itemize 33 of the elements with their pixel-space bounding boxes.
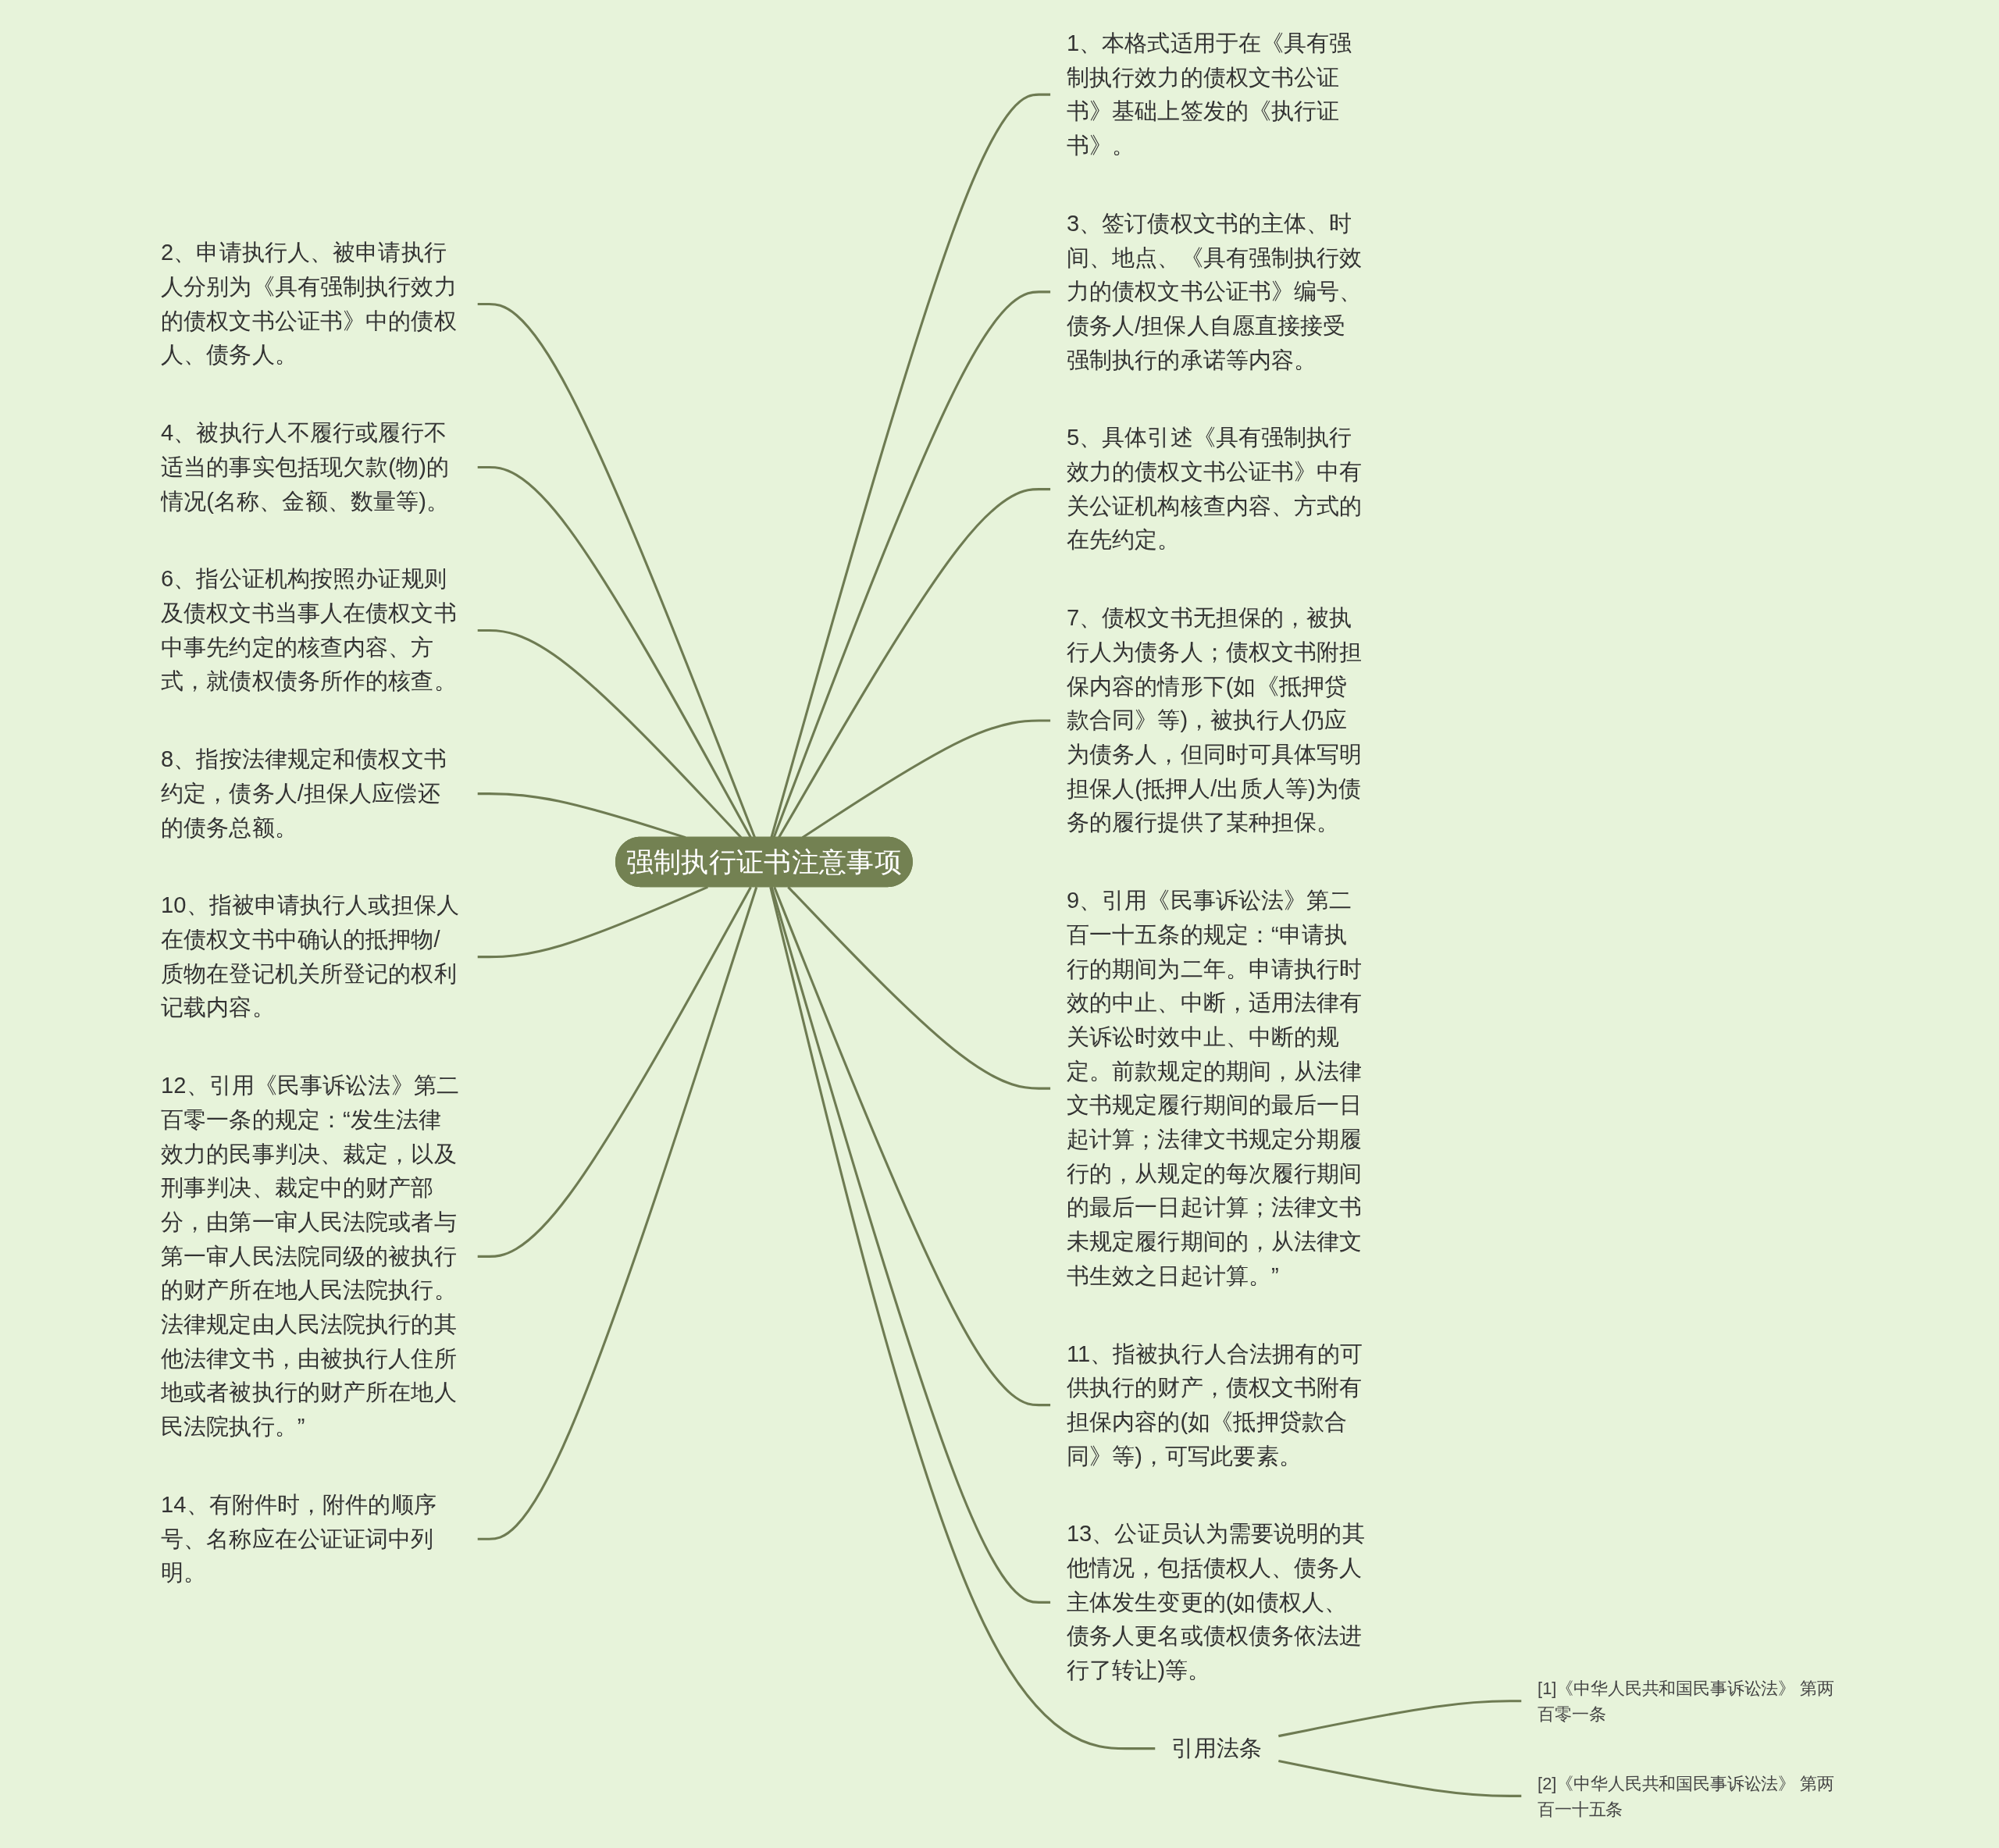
branch-text: 14、有附件时，附件的顺序号、名称应在公证证词中列明。: [161, 1490, 437, 1587]
connector: [769, 886, 1156, 1750]
connector: [1278, 1760, 1522, 1797]
branch-text: 7、债权文书无担保的，被执行人为债务人；债权文书附担保内容的情形下(如《抵押贷款合同》等)，被执行人仍应为债务人，但同时可具体写明担保人(抵押人/出质人等)为债务的履行提供了某种担保。: [1066, 604, 1363, 837]
connector: [770, 93, 1051, 839]
branch-text: 8、指按法律规定和债权文书约定，债务人/担保人应偿还的债务总额。: [161, 746, 447, 842]
branch-text: 13、公证员认为需要说明的其他情况，包括债权人、债务人主体发生变更的(如债权人、债务人更名或债权债务依法进行了转让)等。: [1066, 1520, 1366, 1685]
connector: [770, 886, 1051, 1604]
branch-text: 11、指被执行人合法拥有的可供执行的财产，债权文书附有担保内容的(如《抵押贷款合同》等)，可写此要素。: [1066, 1340, 1364, 1470]
connector: [773, 886, 1051, 1407]
central-topic: 强制执行证书注意事项: [615, 836, 913, 888]
branch-text: 引用法条: [1171, 1734, 1263, 1763]
branch-text: 10、指被申请执行人或担保人在债权文书中确认的抵押物/质物在登记机关所登记的权利记载内容。: [161, 892, 460, 1022]
branch-text: 4、被执行人不履行或履行不适当的事实包括现欠款(物)的情况(名称、金额、数量等)。: [161, 419, 450, 515]
connector: [778, 488, 1051, 839]
branch-text: 3、签订债权文书的主体、时间、地点、《具有强制执行效力的债权文书公证书》编号、债务人/担保人自愿直接接受强制执行的承诺等内容。: [1066, 209, 1363, 374]
connector: [477, 629, 743, 839]
connector: [787, 886, 1051, 1090]
connector: [477, 302, 757, 839]
branch-text: 12、引用《民事诉讼法》第二百零一条的规定：“发生法律效力的民事判决、裁定，以及刑事判决、裁定中的财产部分，由第一审人民法院或者与第一审人民法院同级的被执行的财产所在地人民法院执行。法律规定由人民法院执行的其他法律文书，由被执行人住所地或者被执行的财产所在地人民法院执行。”: [161, 1072, 460, 1441]
connector: [477, 885, 708, 959]
connector: [477, 886, 752, 1258]
connector: [477, 465, 752, 839]
branch-text: 2、申请执行人、被申请执行人分别为《具有强制执行效力的债权文书公证书》中的债权人、债务人。: [161, 239, 458, 369]
connector: [1278, 1700, 1522, 1738]
branch-text: 1、本格式适用于在《具有强制执行效力的债权文书公证书》基础上签发的《执行证书》。: [1066, 30, 1353, 160]
citation-text: [1]《中华人民共和国民事诉讼法》 第两百零一条: [1538, 1678, 1835, 1725]
citation-text: [2]《中华人民共和国民事诉讼法》 第两百一十五条: [1538, 1772, 1835, 1820]
branch-text: 5、具体引述《具有强制执行效力的债权文书公证书》中有关公证机构核查内容、方式的在先约定。: [1066, 424, 1363, 554]
branch-text: 6、指公证机构按照办证规则及债权文书当事人在债权文书中事先约定的核查内容、方式，就债权债务所作的核查。: [161, 565, 458, 696]
connector: [477, 886, 758, 1540]
branch-text: 9、引用《民事诉讼法》第二百一十五条的规定：“申请执行的期间为二年。申请执行时效的中止、中断，适用法律有关诉讼时效中止、中断的规定。前款规定的期间，从法律文书规定履行期间的最后一日起计算；法律文书规定分期履行的，从规定的每次履行期间的最后一日起计算；法律文书未规定履行期间的，从法律文书生效之日起计算。”: [1066, 887, 1363, 1290]
connector: [772, 290, 1051, 839]
